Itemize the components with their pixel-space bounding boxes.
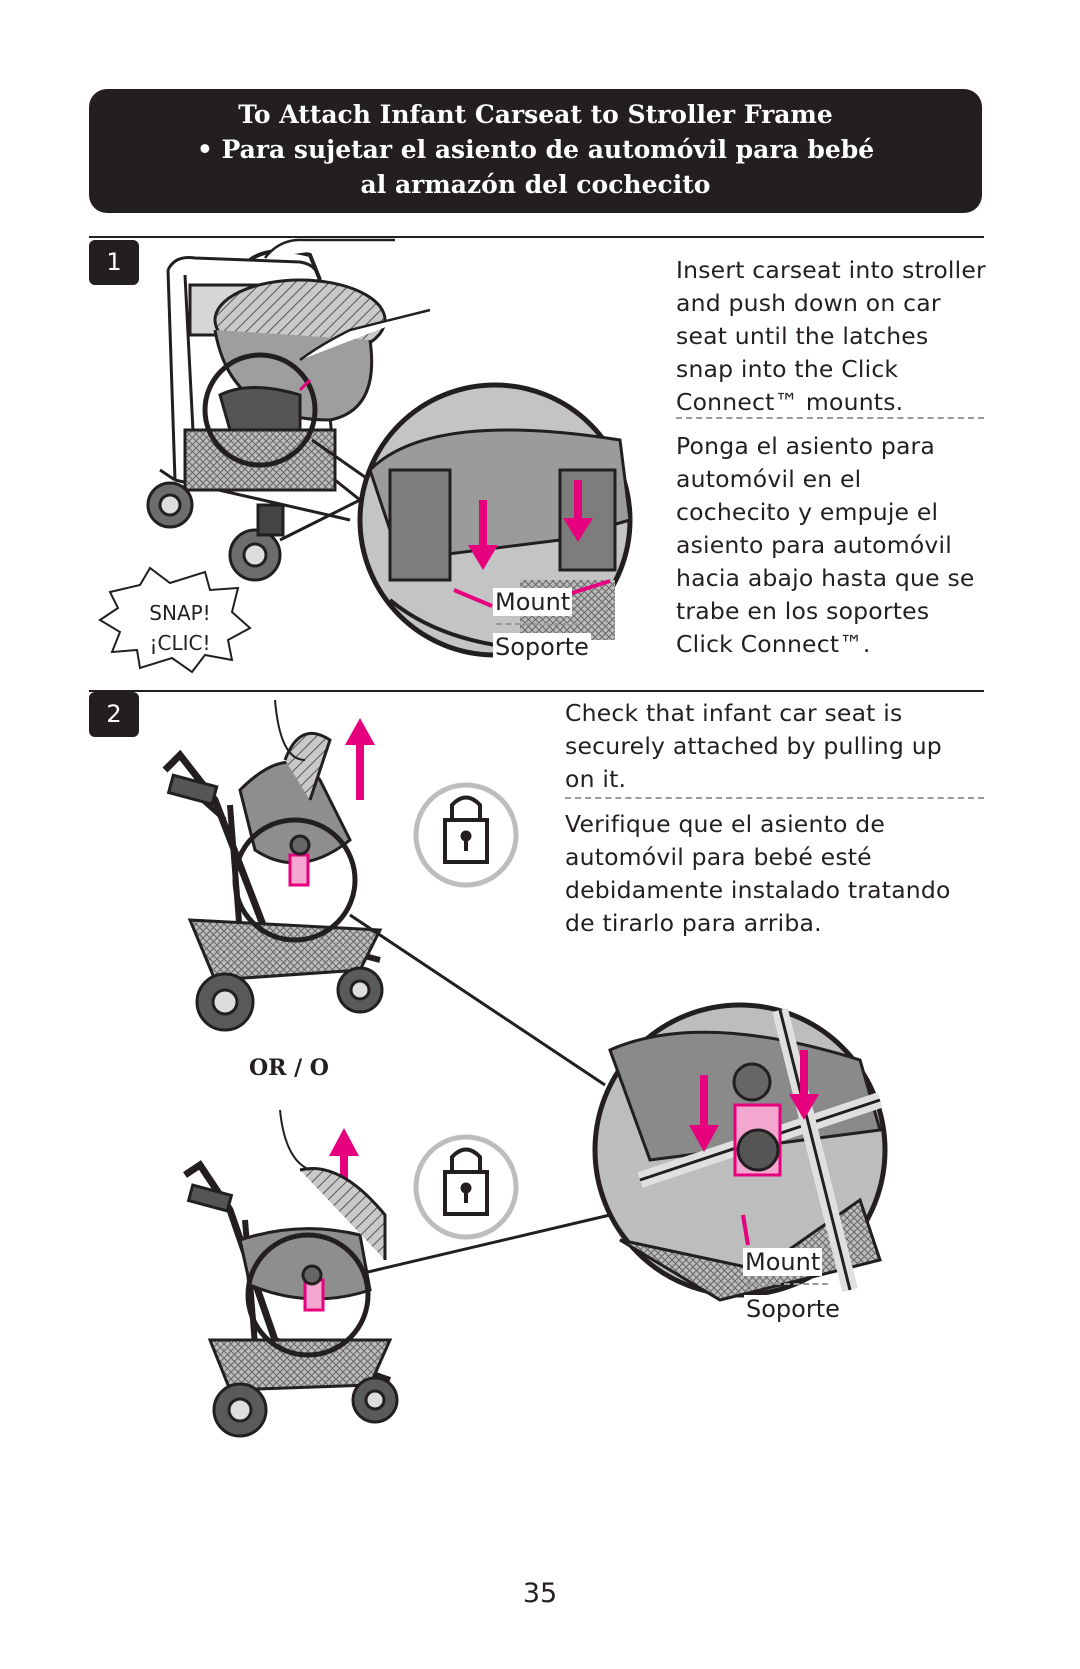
text-line: trabe en los soportes <box>676 597 930 625</box>
text-line: snap into the Click <box>676 355 899 383</box>
or-separator: OR / O <box>249 1055 329 1081</box>
step1-stroller-illustration <box>146 238 431 582</box>
text-line: seat until the latches <box>676 322 929 350</box>
page-number: 35 <box>522 1578 558 1609</box>
text-line: Check that infant car seat is <box>565 699 903 727</box>
step2-mount-divider <box>746 1283 828 1285</box>
text-line: asiento para automóvil <box>676 531 952 559</box>
arrow-down-icon <box>468 480 593 570</box>
text-line: Connect™ mounts. <box>676 388 904 416</box>
step2-stroller-illustration-2 <box>183 1109 399 1438</box>
step2-rule <box>89 690 984 692</box>
step1-mount-label: Mount <box>493 588 573 616</box>
snap-text-es: ¡CLIC! <box>149 631 211 655</box>
step2-instructions-en: Check that infant car seat is securely a… <box>565 697 942 796</box>
step1-rule <box>89 236 984 238</box>
header-title-es-1: • Para sujetar el asiento de automóvil p… <box>196 135 875 164</box>
text-line: hacia abajo hasta que se <box>676 564 975 592</box>
text-line: automóvil en el <box>676 465 862 493</box>
header-title-en: To Attach Infant Carseat to Stroller Fra… <box>238 100 833 129</box>
text-line: cochecito y empuje el <box>676 498 939 526</box>
step1-soporte-label: Soporte <box>493 633 591 661</box>
step1-instructions-en: Insert carseat into stroller and push do… <box>676 254 986 419</box>
step2-instructions-es: Verifique que el asiento de automóvil pa… <box>565 808 951 940</box>
step1-language-divider <box>676 417 984 419</box>
step2-soporte-label: Soporte <box>744 1295 842 1323</box>
snap-label: SNAP! ¡CLIC! <box>125 598 235 658</box>
step1-mount-divider <box>496 623 578 625</box>
lock-icon <box>413 1134 519 1240</box>
text-line: and push down on car <box>676 289 941 317</box>
step1-number: 1 <box>89 240 139 285</box>
step2-stroller-illustration-1 <box>162 699 384 1032</box>
text-line: de tirarlo para arriba. <box>565 909 822 937</box>
step2-mount-label: Mount <box>743 1248 823 1276</box>
step1-instructions-es: Ponga el asiento para automóvil en el co… <box>676 430 975 661</box>
text-line: Click Connect™. <box>676 630 871 658</box>
step1-detail-circle <box>357 382 633 658</box>
text-line: Ponga el asiento para <box>676 432 936 460</box>
arrow-down-icon <box>689 1050 819 1152</box>
step2-number: 2 <box>89 692 139 737</box>
step2-language-divider <box>565 797 984 799</box>
text-line: on it. <box>565 765 627 793</box>
lock-icon <box>413 782 519 888</box>
text-line: securely attached by pulling up <box>565 732 942 760</box>
header-title-es-2: al armazón del cochecito <box>360 170 711 199</box>
text-line: debidamente instalado tratando <box>565 876 951 904</box>
text-line: Insert carseat into stroller <box>676 256 986 284</box>
text-line: automóvil para bebé esté <box>565 843 872 871</box>
section-header: To Attach Infant Carseat to Stroller Fra… <box>89 89 982 213</box>
text-line: Verifique que el asiento de <box>565 810 885 838</box>
step2-detail-circle <box>592 1002 888 1302</box>
burst-icon <box>98 566 252 674</box>
snap-text-en: SNAP! <box>149 601 211 625</box>
